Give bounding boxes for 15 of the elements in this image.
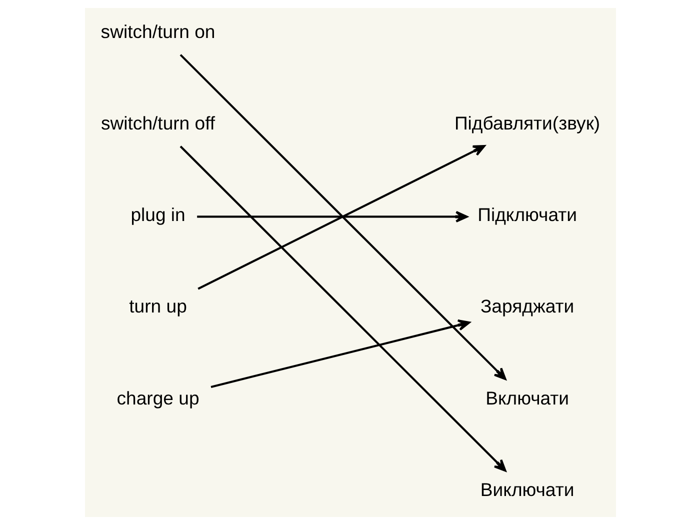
- arrow: [197, 144, 485, 290]
- arrow: [196, 210, 468, 222]
- arrow: [179, 54, 506, 380]
- node-text: plug in: [130, 204, 185, 226]
- arrow: [210, 319, 470, 388]
- arrow: [179, 146, 506, 472]
- node-text: Підбавляти(звук): [454, 112, 600, 134]
- node-text: Підключати: [477, 204, 576, 226]
- node-text: Заряджати: [480, 296, 574, 317]
- node-text: switch/turn on: [100, 20, 215, 42]
- node-text: charge up: [116, 387, 199, 408]
- node-text: turn up: [128, 296, 186, 317]
- node-text: Виключати: [480, 478, 574, 500]
- node-text: switch/turn off: [100, 112, 215, 134]
- node-text: Включати: [485, 387, 569, 408]
